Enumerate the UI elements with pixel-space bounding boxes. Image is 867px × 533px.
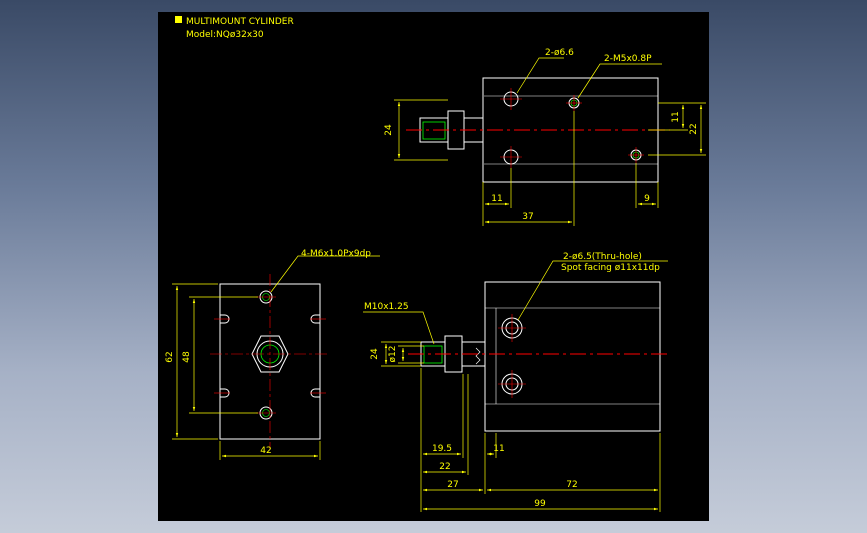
front-dim-48: 48 [182,351,192,363]
cad-drawing-canvas: MULTIMOUNT CYLINDER Model:NQø32x30 [158,12,709,521]
side-callout-thru-1: 2-ø6.5(Thru-hole) [563,252,642,262]
top-dim-24: 24 [384,124,394,136]
side-dim-19-5: 19.5 [432,444,452,454]
top-view: 24 11 22 11 37 9 2-ø6.6 2-M5x0.8P [384,48,706,226]
side-body-outline [484,281,661,432]
top-dim-37: 37 [522,212,533,222]
side-dim-24: 24 [370,348,380,360]
title-marker-icon [175,16,182,23]
side-view: 2-ø6.5(Thru-hole) Spot facing ø11x11dp M… [363,252,670,512]
side-dim-72: 72 [566,480,577,490]
cad-drawing: MULTIMOUNT CYLINDER Model:NQø32x30 [165,16,706,512]
drawing-title: MULTIMOUNT CYLINDER [186,17,294,27]
top-dim-11-right: 11 [671,111,681,122]
top-callout-tapped: 2-M5x0.8P [604,54,652,64]
side-dim-11: 11 [493,444,504,454]
side-dim-27: 27 [447,480,458,490]
front-callout-holes: 4-M6x1.0Px9dp [301,249,371,259]
side-callout-thru-2: Spot facing ø11x11dp [561,263,660,273]
top-dim-11-bottom: 11 [491,194,502,204]
side-thread-label: M10x1.25 [364,302,409,312]
front-body-outline [219,283,321,440]
side-dim-d12: ø12 [388,346,398,363]
top-callout-holes: 2-ø6.6 [545,48,574,58]
model-label: Model:NQø32x30 [186,30,264,40]
side-dim-99: 99 [534,499,546,509]
top-dim-9: 9 [644,194,650,204]
top-dim-22: 22 [689,123,699,134]
side-dim-22: 22 [439,462,450,472]
front-dim-42: 42 [260,446,271,456]
title-block: MULTIMOUNT CYLINDER Model:NQø32x30 [175,16,294,40]
front-dim-62: 62 [165,351,175,362]
front-view: 62 48 42 4-M6x1.0Px9dp [165,249,380,460]
